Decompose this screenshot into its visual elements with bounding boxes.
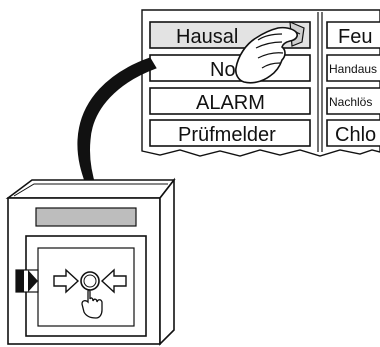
right-label-text-1: Feu (338, 26, 372, 48)
device-lid (5, 179, 176, 199)
label-text-3: ALARM (196, 92, 265, 114)
label-box-4 (149, 119, 311, 147)
arrow-left-outline-icon (100, 268, 127, 294)
latch-arrow-icon (28, 270, 38, 292)
right-box-4 (326, 119, 380, 147)
right-label-text-4: Chlo (335, 124, 376, 146)
device-side (159, 177, 175, 346)
label-sheet: Hausal No ALARM Prüfmelder Feu Handaus N… (141, 9, 380, 157)
pointing-hand-icon (81, 289, 103, 319)
right-box-2 (326, 54, 380, 82)
label-text-1: Hausal (176, 26, 238, 48)
label-window (35, 207, 137, 227)
right-box-3 (326, 87, 380, 115)
right-label-text-3: Nachlös (329, 95, 372, 109)
label-text-2: No (210, 59, 236, 81)
label-box-3 (149, 87, 311, 115)
right-box-1 (326, 21, 380, 49)
hand-icon (235, 21, 305, 84)
right-label-text-2: Handaus (329, 62, 377, 76)
arrow-right-outline-icon (53, 268, 80, 294)
label-text-4: Prüfmelder (178, 124, 276, 146)
call-point-device (5, 177, 176, 346)
